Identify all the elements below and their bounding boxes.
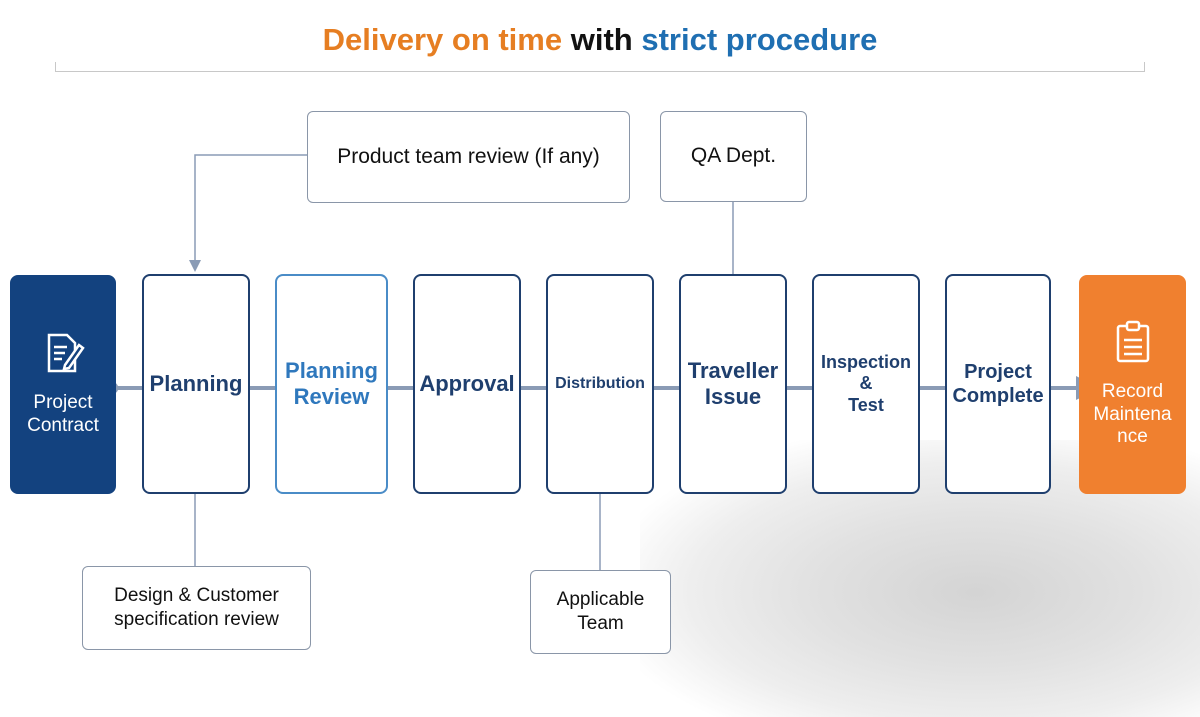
stage-distribution: Distribution: [546, 274, 654, 494]
stage-label-project-contract: Project Contract: [27, 392, 99, 436]
page-title: Delivery on time with strict procedure: [0, 22, 1200, 58]
stage-approval: Approval: [413, 274, 521, 494]
stage-inspection-test: Inspection & Test: [812, 274, 920, 494]
design-customer-review-note: Design & Customer specification review: [82, 566, 311, 650]
title-part-3: strict procedure: [641, 22, 878, 57]
qa-dept-note: QA Dept.: [660, 111, 807, 202]
stage-planning: Planning: [142, 274, 250, 494]
stage-label-planning: Planning: [149, 370, 243, 396]
title-part-1: Delivery on time: [322, 22, 563, 57]
product-team-review-note: Product team review (If any): [307, 111, 630, 203]
stage-label-inspection-test: Inspection & Test: [820, 351, 911, 415]
stage-label-approval: Approval: [419, 370, 515, 396]
product-review-arrowhead: [189, 260, 201, 272]
product-review-arrow: [194, 154, 307, 262]
stage-label-record-maintenance: Record Maintena nce: [1093, 380, 1172, 448]
stage-project-complete: Project Complete: [945, 274, 1051, 494]
stage-project-contract: Project Contract: [10, 275, 116, 494]
stage-planning-review: Planning Review: [275, 274, 388, 494]
product-team-review-label: Product team review (If any): [337, 144, 600, 168]
design-customer-review-label: Design & Customer specification review: [114, 585, 279, 630]
stage-label-planning-review: Planning Review: [285, 357, 378, 409]
clipboard-icon: [1113, 320, 1153, 371]
stage-label-traveller-issue: Traveller Issue: [687, 357, 779, 409]
stage-traveller-issue: Traveller Issue: [679, 274, 787, 494]
stage-record-maintenance: Record Maintena nce: [1079, 275, 1186, 494]
document-pen-icon: [41, 331, 85, 382]
qa-dept-label: QA Dept.: [690, 144, 777, 168]
title-part-2: with: [570, 22, 633, 57]
applicable-team-label: Applicable Team: [556, 589, 645, 634]
stage-label-project-complete: Project Complete: [952, 361, 1044, 407]
title-underline: [55, 62, 1145, 72]
applicable-team-note: Applicable Team: [530, 570, 671, 654]
stage-label-distribution: Distribution: [555, 375, 645, 393]
